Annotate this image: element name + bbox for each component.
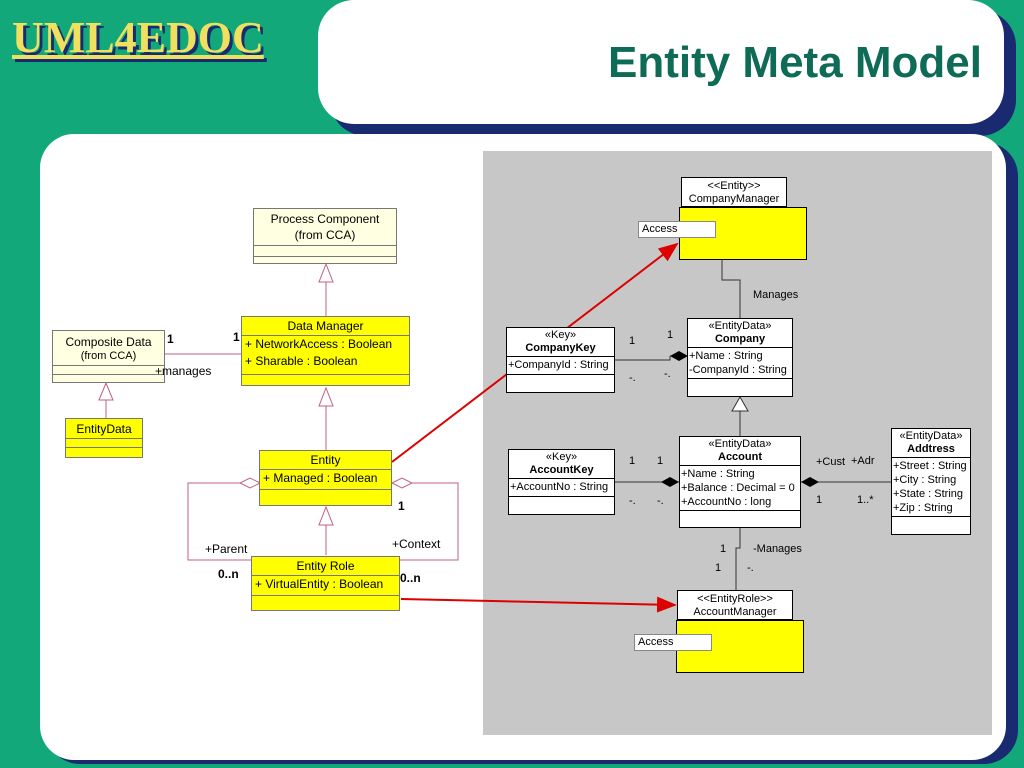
multiplicity-label: -. [629, 372, 636, 384]
association-companykey-company [614, 356, 671, 361]
multiplicity-label: 1 [629, 335, 636, 347]
multiplicity-label: 1 [720, 543, 727, 555]
class-name: AccountKey [529, 464, 594, 476]
company-class[interactable]: «EntityData» Company +Name : String -Com… [687, 318, 793, 397]
class-name: Entity [260, 451, 391, 470]
class-attribute: + NetworkAccess : Boolean [245, 337, 393, 351]
aggregation-diamond [390, 477, 414, 489]
class-name: AccountManager [693, 606, 777, 618]
class-origin: (from CCA) [294, 228, 356, 242]
generalization-arrowhead [318, 262, 334, 283]
entity-role-class[interactable]: Entity Role + VirtualEntity : Boolean [251, 556, 400, 611]
class-attribute: +AccountNo : long [681, 496, 772, 508]
role-label-context: +Context [392, 537, 441, 551]
multiplicity-label: 1 [233, 330, 240, 344]
multiplicity-label: -. [747, 562, 754, 574]
aggregation-parent [187, 482, 260, 561]
class-name: Addtress [907, 443, 955, 455]
multiplicity-label: 0..n [218, 567, 239, 581]
class-name: CompanyKey [525, 342, 596, 354]
generalization-arrowhead [98, 381, 114, 401]
role-label-parent: +Parent [205, 542, 248, 556]
multiplicity-label: 1 [657, 455, 664, 467]
aggregation-context [392, 482, 459, 561]
class-attribute: +Zip : String [893, 502, 953, 514]
entitydata-class[interactable]: EntityData [65, 418, 143, 458]
role-label-manages: -Manages [753, 543, 802, 555]
accountkey-class[interactable]: «Key» AccountKey +AccountNo : String [508, 449, 615, 515]
class-attribute: +Balance : Decimal = 0 [681, 482, 795, 494]
class-name: Company [714, 333, 766, 345]
class-origin: (from CCA) [80, 350, 137, 362]
stereotype: «EntityData» [708, 438, 772, 450]
access-interface-label[interactable]: Access [634, 634, 712, 651]
page-title: Entity Meta Model [607, 38, 982, 87]
entity-class[interactable]: Entity + Managed : Boolean [259, 450, 392, 506]
class-name: Composite Data [65, 335, 152, 349]
stereotype: <<EntityRole>> [697, 593, 773, 605]
multiplicity-label: 0..n [400, 571, 421, 585]
class-attribute: -CompanyId : String [689, 364, 787, 376]
class-attribute: +State : String [893, 488, 964, 500]
class-attribute: + Managed : Boolean [260, 470, 391, 490]
class-attribute: +CompanyId : String [507, 357, 614, 375]
process-component-class[interactable]: Process Component (from CCA) [253, 208, 397, 264]
class-attribute: +Name : String [689, 350, 763, 362]
access-interface-label[interactable]: Access [638, 221, 716, 238]
stereotype: «EntityData» [708, 320, 772, 332]
class-attribute: +Street : String [893, 460, 967, 472]
logo: UML4EDOC [12, 13, 264, 62]
role-label-manages: +manages [155, 364, 212, 378]
stereotype: «Key» [545, 451, 578, 463]
generalization-arrowhead [318, 386, 334, 407]
class-name: EntityData [66, 419, 142, 439]
association-account-accountmanager [735, 528, 741, 590]
association-label-manages: Manages [753, 289, 799, 301]
multiplicity-label: 1 [667, 329, 674, 341]
class-attribute: +Name : String [681, 468, 755, 480]
multiplicity-label: 1..* [857, 494, 874, 506]
role-label-adr: +Adr [851, 455, 875, 467]
red-arrow-entityrole-to-accountmanager [400, 596, 677, 613]
generalization-arrowhead [318, 505, 334, 526]
data-manager-class[interactable]: Data Manager + NetworkAccess : Boolean +… [241, 316, 410, 386]
role-label-cust: +Cust [816, 456, 846, 468]
aggregation-diamond [238, 477, 262, 489]
stereotype: <<Entity>> [707, 180, 761, 192]
class-name: Entity Role [252, 557, 399, 576]
multiplicity-label: 1 [398, 499, 405, 513]
title-box [318, 0, 1004, 124]
class-name: CompanyManager [688, 193, 780, 205]
composition-diamond [661, 477, 679, 487]
class-attribute: + Sharable : Boolean [242, 353, 409, 375]
composition-diamond [801, 477, 819, 487]
generalization-arrowhead [731, 395, 749, 412]
account-manager-tab[interactable]: <<EntityRole>> AccountManager [677, 590, 793, 620]
association-manager-company [721, 260, 741, 318]
composition-diamond [670, 351, 688, 361]
class-name: Process Component [270, 212, 380, 226]
multiplicity-label: 1 [816, 494, 823, 506]
multiplicity-label: 1 [715, 562, 722, 574]
class-attribute: +AccountNo : String [509, 479, 614, 497]
multiplicity-label: -. [629, 495, 636, 507]
company-manager-tab[interactable]: <<Entity>> CompanyManager [681, 177, 787, 207]
address-class[interactable]: «EntityData» Addtress +Street : String +… [891, 428, 971, 535]
class-attribute: +City : String [893, 474, 957, 486]
multiplicity-label: 1 [167, 332, 174, 346]
stereotype: «Key» [544, 329, 577, 341]
class-attribute: + VirtualEntity : Boolean [252, 576, 399, 596]
class-name: Data Manager [242, 317, 409, 336]
multiplicity-label: -. [657, 495, 664, 507]
class-name: Account [718, 451, 762, 463]
account-manager-body[interactable] [676, 620, 804, 673]
composite-data-class[interactable]: Composite Data (from CCA) [52, 330, 165, 383]
company-manager-body[interactable] [679, 207, 807, 260]
stereotype: «EntityData» [899, 430, 963, 442]
multiplicity-label: -. [664, 368, 671, 380]
companykey-class[interactable]: «Key» CompanyKey +CompanyId : String [506, 327, 615, 393]
multiplicity-label: 1 [629, 455, 636, 467]
account-class[interactable]: «EntityData» Account +Name : String +Bal… [679, 436, 801, 528]
